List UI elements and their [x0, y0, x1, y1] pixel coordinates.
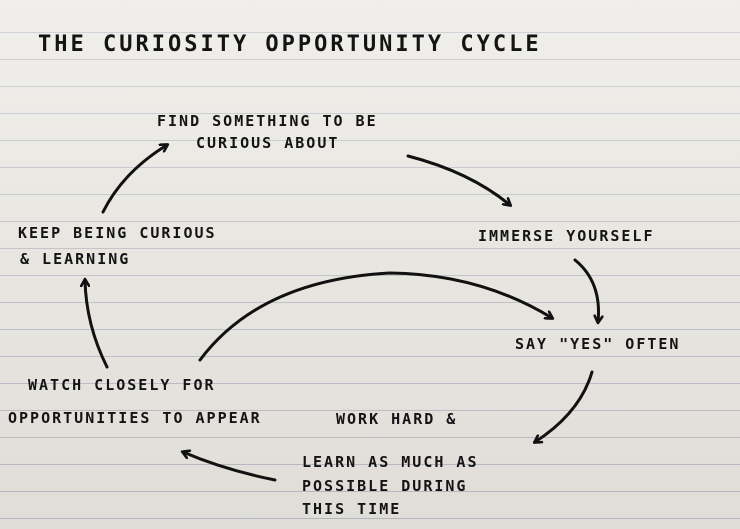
node-immerse-yourself: Immerse Yourself	[478, 227, 655, 245]
node-say-yes-often: Say "Yes" Often	[515, 335, 681, 353]
node-work-hard-line1: Work Hard &	[336, 410, 458, 428]
page-title: The Curiosity Opportunity Cycle	[38, 32, 542, 57]
node-work-hard-line4: This Time	[302, 500, 402, 518]
node-work-hard-line3: Possible During	[302, 477, 468, 495]
arrow-find-to-immerse	[406, 154, 510, 205]
arrow-watch-to-say-yes	[198, 271, 552, 362]
arrow-say-yes-to-work-hard	[535, 370, 594, 442]
node-find-something-line2: curious about	[196, 134, 340, 152]
node-keep-being-curious-line1: Keep Being Curious	[18, 224, 217, 242]
node-work-hard-line2: Learn as Much as	[302, 453, 479, 471]
node-watch-closely-line1: Watch Closely For	[28, 376, 216, 394]
node-keep-being-curious-line2: & Learning	[20, 250, 131, 268]
arrow-watch-to-keep	[85, 280, 109, 369]
node-watch-closely-line2: Opportunities to Appear	[8, 409, 262, 427]
arrow-keep-to-find	[101, 145, 167, 214]
arrow-immerse-to-say-yes	[573, 258, 599, 322]
arrow-work-hard-to-watch	[183, 452, 277, 482]
node-find-something-line1: Find Something to be	[157, 112, 378, 130]
